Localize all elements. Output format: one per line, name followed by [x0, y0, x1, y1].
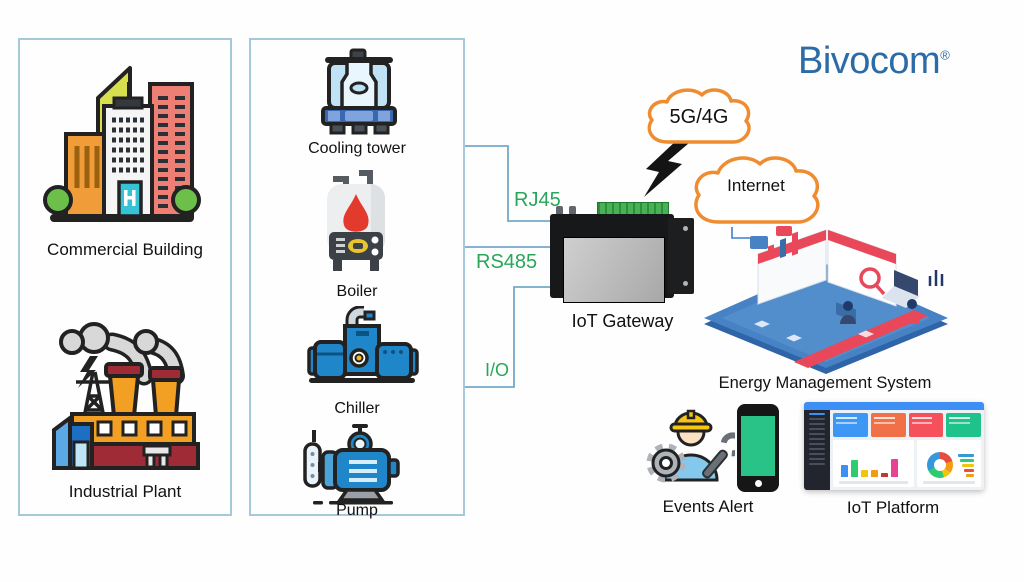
cloud-icon — [647, 88, 751, 144]
dashboard-stat-cards — [833, 413, 981, 437]
io-line — [465, 286, 551, 388]
pump-icon — [303, 424, 400, 505]
cloud-internet: Internet — [682, 150, 830, 232]
iot-platform-dashboard — [804, 402, 984, 490]
dashboard-donut-chart — [916, 440, 981, 487]
brand-name: Bivocom — [798, 40, 941, 82]
equipment-panel: Cooling tower Boiler — [249, 38, 465, 519]
dashboard-sidebar — [804, 410, 830, 490]
events-alert-label: Events Alert — [662, 497, 754, 516]
terminal-block-icon — [597, 202, 669, 217]
energy-management-illustration — [704, 226, 948, 374]
maintenance-worker-icon — [646, 409, 735, 483]
gateway-screen — [563, 237, 665, 303]
commercial-building-icon — [43, 66, 201, 222]
equipment-label-boiler: Boiler — [336, 283, 378, 300]
industrial-plant-icon — [52, 322, 200, 470]
ems-label: Energy Management System — [718, 374, 932, 392]
equipment-label-cooling-tower: Cooling tower — [308, 140, 406, 157]
equipment-label-chiller: Chiller — [334, 400, 380, 417]
equipment-label-pump: Pump — [336, 502, 378, 519]
chiller-icon — [307, 306, 419, 383]
screw-hole-icon — [683, 281, 688, 286]
cloud-icon — [694, 156, 820, 224]
port-label-rs485: RS485 — [476, 251, 538, 273]
phone-icon — [737, 404, 779, 492]
iot-platform-label: IoT Platform — [846, 498, 940, 517]
cloud-5g4g: 5G/4G — [638, 84, 760, 150]
source-label-commercial-building: Commercial Building — [47, 240, 203, 259]
port-label-rj45: RJ45 — [514, 189, 561, 211]
dashboard-topbar — [804, 402, 984, 410]
gateway-label: IoT Gateway — [571, 311, 674, 331]
mounting-flange — [668, 218, 694, 294]
source-label-industrial-plant: Industrial Plant — [68, 482, 182, 501]
rj45-line — [465, 145, 551, 222]
gateway-body — [550, 214, 674, 303]
port-label-io: I/O — [485, 360, 510, 380]
lightning-bolt-icon — [644, 139, 689, 197]
screw-hole-icon — [683, 226, 688, 231]
antenna-connector-icon — [556, 206, 563, 215]
phone-screen — [741, 416, 775, 476]
cooling-tower-icon — [321, 48, 397, 135]
sources-panel: Commercial Building — [18, 38, 232, 516]
brand-logo: Bivocom® — [798, 40, 950, 83]
phone-home-button — [754, 480, 762, 487]
iot-gateway-device — [548, 200, 698, 303]
antenna-connector-icon — [569, 206, 576, 215]
dashboard-bar-chart — [833, 440, 914, 487]
boiler-icon — [327, 170, 385, 271]
registered-mark: ® — [940, 47, 950, 63]
cloud-label-internet: Internet — [727, 176, 785, 195]
cloud-label-5g4g: 5G/4G — [669, 106, 729, 128]
